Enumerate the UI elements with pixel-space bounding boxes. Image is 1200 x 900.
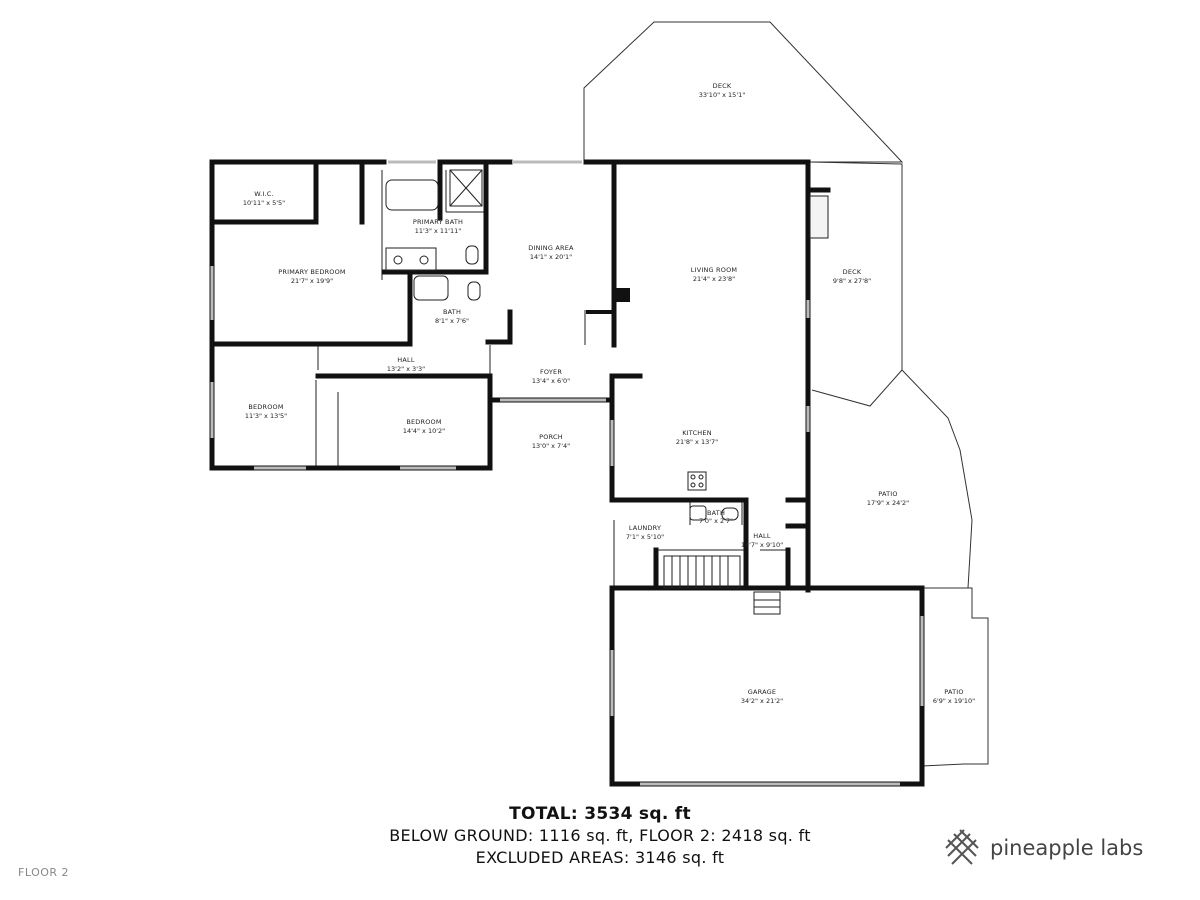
brand-name: pineapple labs: [990, 836, 1144, 860]
sink-icon: [689, 505, 707, 521]
exterior-outlines: [583, 21, 989, 767]
area-breakdown: BELOW GROUND: 1116 sq. ft, FLOOR 2: 2418…: [389, 826, 811, 845]
pineapple-lattice-icon: [945, 829, 979, 865]
fixtures: [385, 169, 829, 615]
garage-steps-icon: [753, 591, 781, 615]
floor-label: FLOOR 2: [18, 866, 70, 879]
double-vanity-icon: [385, 247, 437, 271]
stairs-icon: [663, 555, 741, 589]
brand-logo: pineapple labs: [944, 828, 1143, 868]
area-totals: TOTAL: 3534 sq. ft BELOW GROUND: 1116 sq…: [0, 803, 1200, 869]
total-area: TOTAL: 3534 sq. ft: [509, 804, 691, 824]
toilet-icon: [467, 281, 481, 301]
windows: [210, 160, 924, 786]
toilet-icon: [465, 245, 479, 265]
tub-icon: [413, 275, 449, 301]
shower-icon: [449, 169, 483, 207]
interior-partitions: [315, 170, 786, 588]
cooktop-icon: [687, 471, 707, 491]
toilet-icon: [721, 507, 739, 521]
excluded-areas: EXCLUDED AREAS: 3146 sq. ft: [475, 848, 725, 867]
room-wic: W.I.C.10'11" x 5'5": [243, 190, 285, 207]
fireplace-icon: [809, 195, 829, 239]
bathtub-icon: [385, 179, 439, 211]
walls: [209, 159, 925, 787]
